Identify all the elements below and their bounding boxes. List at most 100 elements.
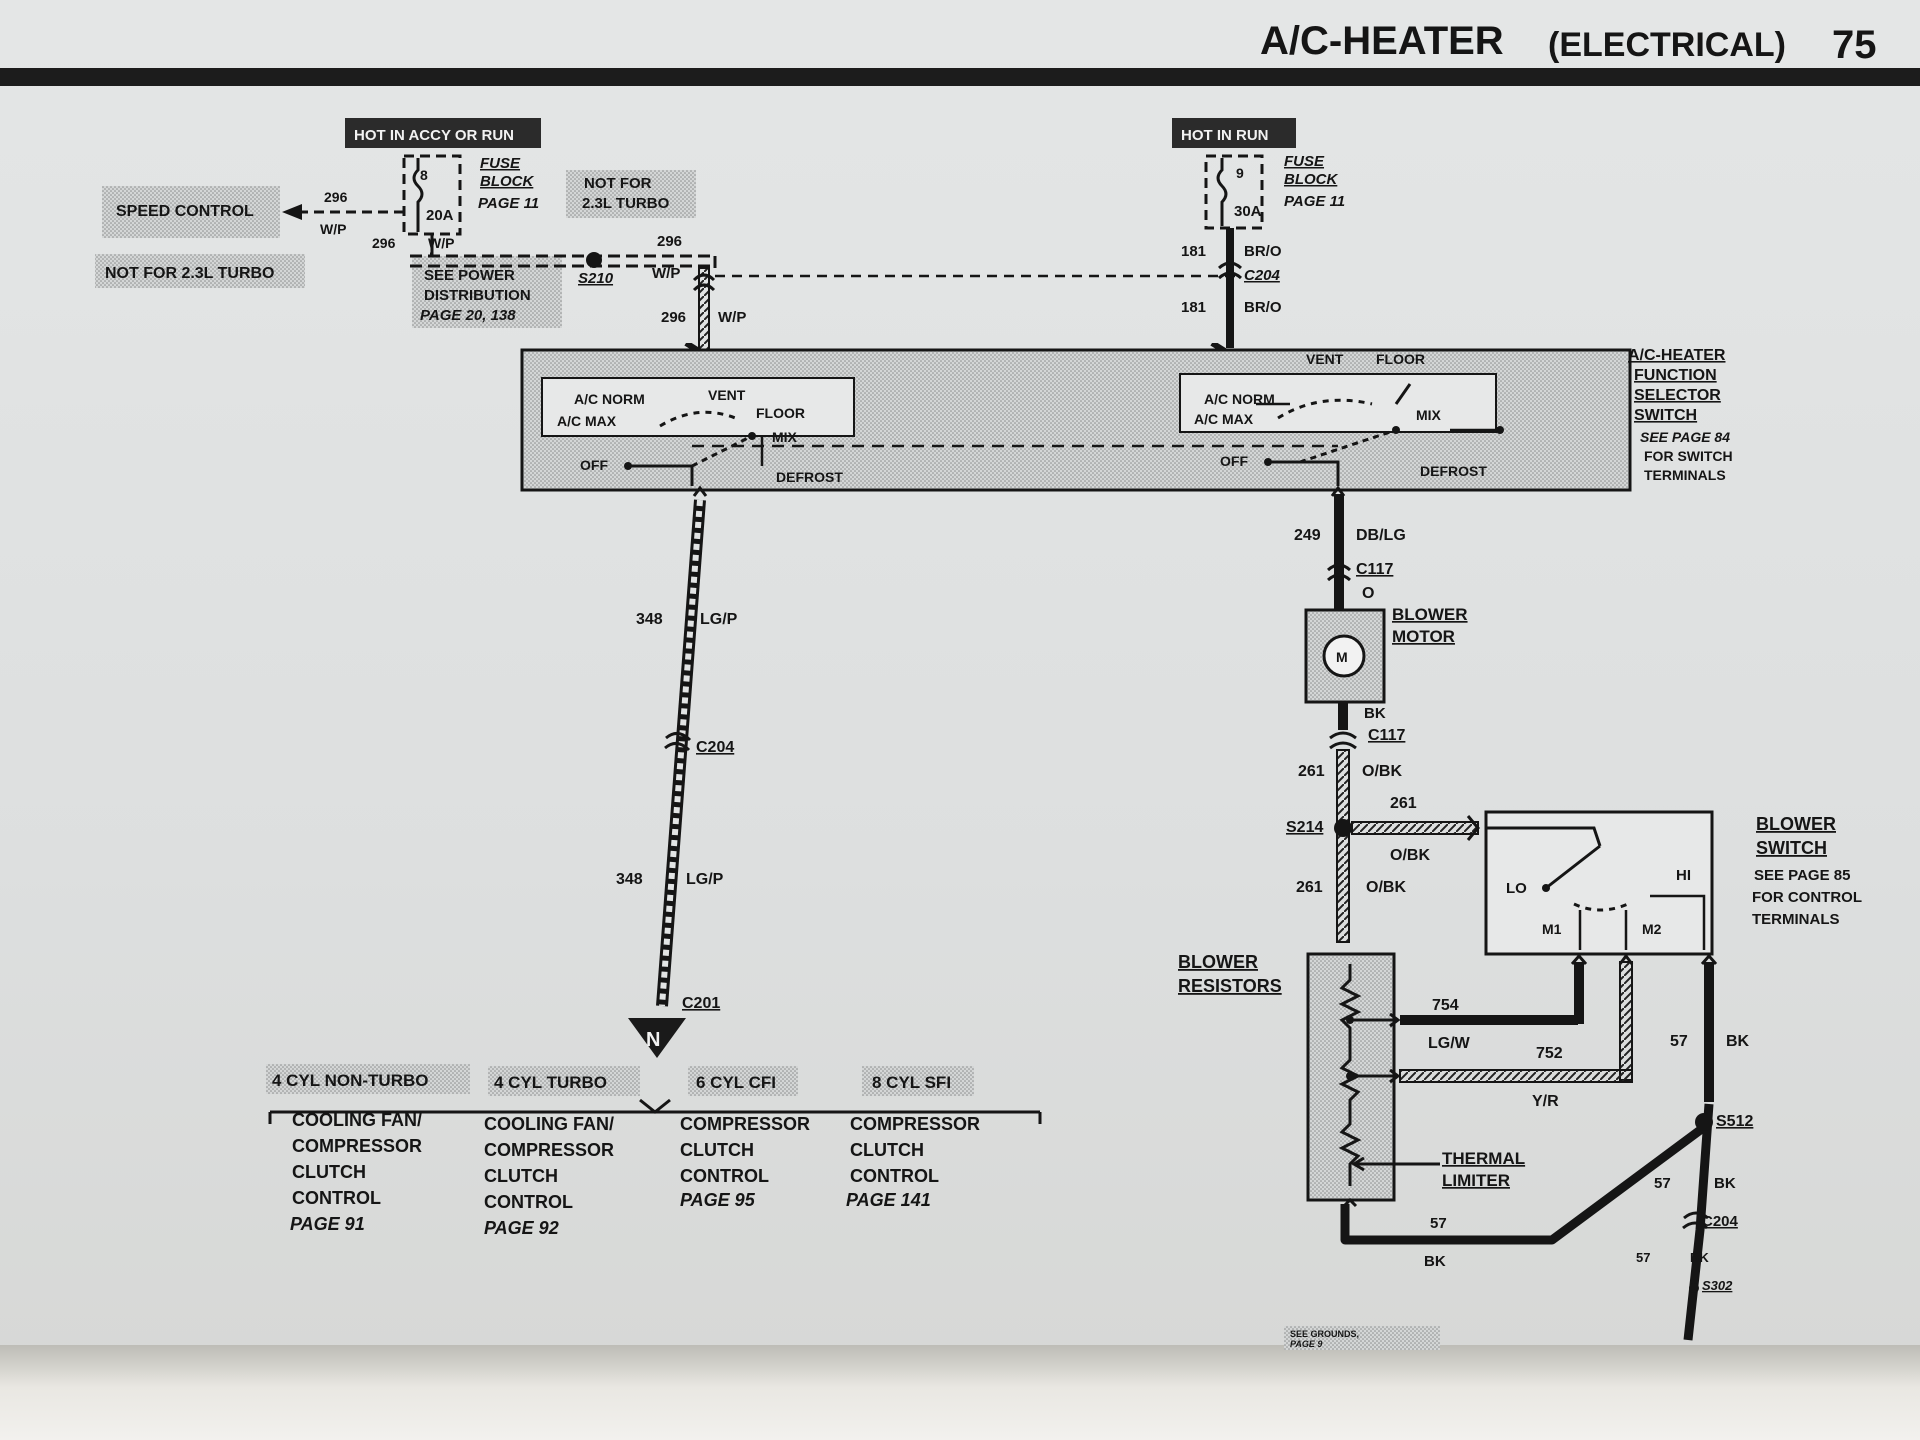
selector-switch: A/C NORM A/C MAX VENT FLOOR MIX OFF DEFR… <box>520 347 1733 492</box>
sel-right-common <box>1270 460 1340 486</box>
wire-obk-c: O/BK <box>1366 879 1406 896</box>
wire-lgp-lower: LG/P <box>686 871 724 888</box>
selector-note-2: FOR SWITCH <box>1644 448 1733 464</box>
wire-obk-b: O/BK <box>1390 847 1430 864</box>
blower-switch-box <box>1484 810 1714 956</box>
ref-2-header-box <box>688 1066 798 1096</box>
sel-right-ac-max: A/C MAX <box>1194 411 1254 427</box>
ref-0-page: PAGE 91 <box>290 1214 365 1234</box>
wire-bro-bottom: BR/O <box>1244 299 1282 316</box>
ref-1-page: PAGE 92 <box>484 1218 559 1238</box>
selector-note-3: TERMINALS <box>1644 467 1726 483</box>
wire-181-bottom: 181 <box>1181 299 1206 316</box>
resistor-tap-2-arrow-icon <box>1389 1068 1401 1084</box>
fuse-8-rating: 20A <box>426 207 454 224</box>
blower-switch-m-leads <box>1578 910 1628 950</box>
connector-c204-right: C204 <box>1244 267 1281 284</box>
wire-57-vertical <box>1704 962 1714 1102</box>
ref-0-l3: CLUTCH <box>292 1162 366 1182</box>
wire-348-lower: 348 <box>616 871 643 888</box>
splice-s210-dot <box>586 252 602 268</box>
power-dist-page: PAGE 20, 138 <box>420 307 516 324</box>
thermal-limiter-arrow-icon <box>1351 1156 1365 1172</box>
wire-261-a: 261 <box>1298 763 1325 780</box>
hot-run-label: HOT IN RUN <box>1181 127 1269 144</box>
c204-right-break-bottom <box>1217 271 1243 280</box>
switch-lo: LO <box>1506 880 1527 897</box>
c204-ground-break-b <box>1682 1221 1708 1230</box>
wire-57-mid: 57 <box>1654 1175 1671 1192</box>
page-number: 75 <box>1832 23 1877 67</box>
wire-bk-motor-label: BK <box>1364 705 1386 722</box>
fuse-block-right-line2: BLOCK <box>1284 171 1338 188</box>
sel-left-defrost: DEFROST <box>776 469 843 485</box>
wire-752-horizontal <box>1399 1069 1633 1083</box>
ref-3-l3: CONTROL <box>850 1166 939 1186</box>
splice-s210: S210 <box>578 270 614 287</box>
switch-output-arrows-icon <box>1570 953 1718 965</box>
ref-2-page: PAGE 95 <box>680 1190 756 1210</box>
page-bottom-edge <box>0 1345 1920 1440</box>
sel-right-vent: VENT <box>1306 351 1344 367</box>
wire-dblg-label: DB/LG <box>1356 527 1406 544</box>
wire-yr-label: Y/R <box>1532 1093 1559 1110</box>
wire-754-vertical <box>1574 962 1584 1024</box>
blower-switch-note-2: FOR CONTROL <box>1752 889 1862 906</box>
sel-right-defrost: DEFROST <box>1420 463 1487 479</box>
ref-3-l2: CLUTCH <box>850 1140 924 1160</box>
ref-1-l2: COMPRESSOR <box>484 1140 614 1160</box>
ref-0-header-box <box>266 1064 470 1094</box>
wire-181-top: 181 <box>1181 243 1206 260</box>
sel-left-vent: VENT <box>708 387 746 403</box>
c204-ground-break-a <box>1683 1211 1709 1220</box>
thermal-limiter-1: THERMAL <box>1442 1149 1525 1168</box>
blower-motor-2: MOTOR <box>1392 627 1455 646</box>
selector-title-4: SWITCH <box>1634 407 1697 424</box>
c117-top-break-b <box>1326 573 1352 582</box>
sel-left-floor: FLOOR <box>756 405 805 421</box>
blower-circuit: 249 DB/LG C117 O M BLOWER MOTOR BK C117 … <box>1178 485 1862 1350</box>
ref-2-l1: COMPRESSOR <box>680 1114 810 1134</box>
ref-1-l4: CONTROL <box>484 1192 573 1212</box>
wire-57-top: 57 <box>1670 1033 1688 1050</box>
ref-3-l1: COMPRESSOR <box>850 1114 980 1134</box>
motor-m: M <box>1336 649 1348 665</box>
wire-296-label: 296 <box>661 309 686 326</box>
c204-right-break-top <box>1217 261 1243 270</box>
selector-title-1: A/C-HEATER <box>1628 347 1726 364</box>
page-title: A/C-HEATER <box>1260 19 1504 63</box>
selector-right-window <box>1179 373 1497 433</box>
connector-c201: C201 <box>682 995 720 1012</box>
splice-s302: S302 <box>1702 1278 1733 1293</box>
wire-57-run: 57 <box>1430 1215 1447 1232</box>
selector-right-out-arrow-icon <box>1330 485 1346 497</box>
not-for-turbo-left-box <box>95 254 305 288</box>
wire-wp-fuse: W/P <box>428 235 454 251</box>
not-for-turbo-top-2: 2.3L TURBO <box>582 195 670 212</box>
wire-754-label: 754 <box>1432 997 1459 1014</box>
ref-1-header: 4 CYL TURBO <box>494 1073 607 1092</box>
ref-1-header-box <box>488 1066 640 1096</box>
switch-m1: M1 <box>1542 921 1562 937</box>
wire-261-vertical <box>1336 749 1350 943</box>
c204-left-break-bottom <box>664 742 691 752</box>
wire-752-label: 752 <box>1536 1045 1563 1062</box>
wire-bk-top: BK <box>1726 1033 1750 1050</box>
right-power-feed: HOT IN RUN 9 30A FUSE BLOCK PAGE 11 181 … <box>1172 118 1345 358</box>
ref-1-l3: CLUTCH <box>484 1166 558 1186</box>
fuse-block-right-line1: FUSE <box>1284 153 1325 170</box>
hot-accy-run-label: HOT IN ACCY OR RUN <box>354 127 514 144</box>
connector-c117-top: C117 <box>1356 561 1393 578</box>
wire-bro-top: BR/O <box>1244 243 1282 260</box>
wire-lgp-upper: LG/P <box>700 611 738 628</box>
ref-0-l2: COMPRESSOR <box>292 1136 422 1156</box>
blower-switch-1: BLOWER <box>1756 814 1836 834</box>
ground-n-label: N <box>646 1029 660 1051</box>
selector-note-1: SEE PAGE 84 <box>1640 429 1730 445</box>
wire-261-c: 261 <box>1296 879 1323 896</box>
fuse-9-number: 9 <box>1236 165 1244 181</box>
see-grounds-box <box>1284 1326 1440 1350</box>
sel-left-off: OFF <box>580 457 608 473</box>
power-dist-1: SEE POWER <box>424 267 515 284</box>
connector-c117-bottom: C117 <box>1368 727 1405 744</box>
